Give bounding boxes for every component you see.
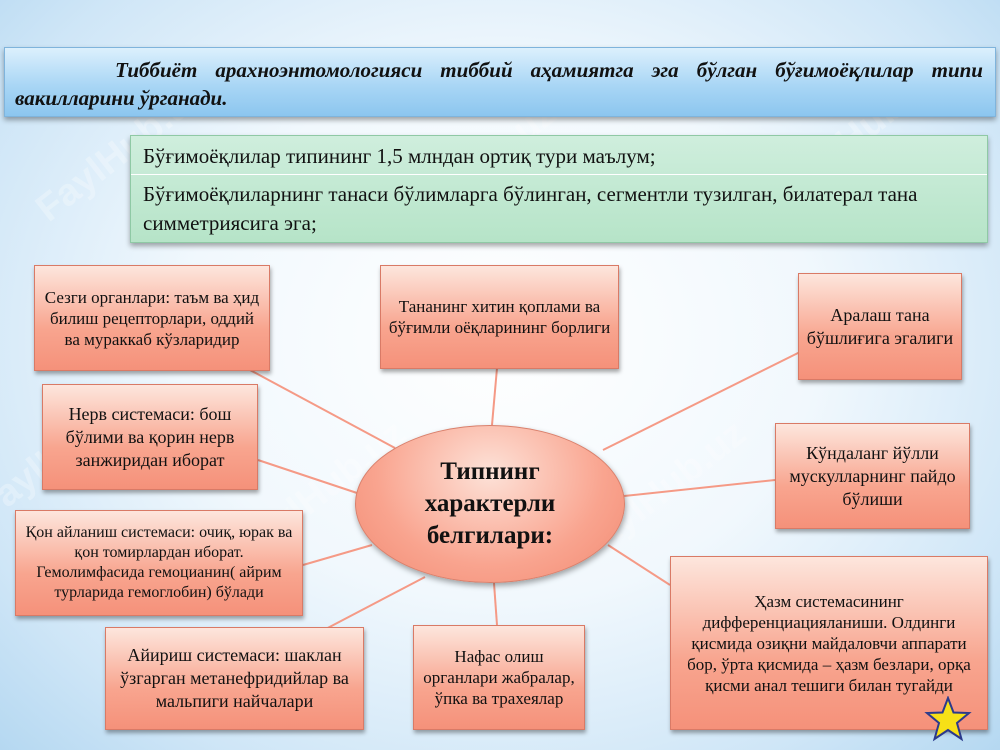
connector-breath [493, 582, 498, 626]
connector-cavity [602, 351, 801, 451]
connector-senses [249, 369, 396, 449]
box-circulatory-system-text: Қон айланиш системаси: очиқ, юрак ва қон… [25, 524, 293, 601]
box-senses-text: Сезги органлари: таъм ва ҳид билиш рецеп… [44, 287, 260, 349]
box-body-cavity-text: Аралаш тана бўшлиғига эгалиги [806, 304, 954, 348]
center-line: характерли [424, 490, 556, 517]
connector-blood [302, 544, 373, 566]
box-nerve-system: Нерв системаси: бош бўлими ва қорин нерв… [42, 384, 258, 490]
connector-digest [607, 544, 671, 586]
title-banner: Тиббиёт арахноэнтомологияси тиббий аҳами… [4, 47, 996, 117]
fact-body-structure: Бўғимоёқлиларнинг танаси бўлимларга бўли… [143, 182, 918, 235]
box-excretory-system: Айириш системаси: шаклан ўзгарган метане… [105, 627, 364, 730]
box-excretory-system-text: Айириш системаси: шаклан ўзгарган метане… [120, 645, 349, 711]
connector-nerve [257, 459, 358, 494]
box-circulatory-system: Қон айланиш системаси: очиқ, юрак ва қон… [15, 510, 303, 616]
box-respiratory-organs-text: Нафас олиш органлари жабралар, ўпка ва т… [423, 647, 575, 708]
box-chitin-text: Тананинг хитин қоплами ва бўғимли оёқлар… [388, 297, 611, 337]
connector-muscle [623, 479, 776, 497]
facts-divider [131, 174, 987, 175]
box-digestive-system: Ҳазм системасининг дифференциацияланиши.… [670, 556, 988, 730]
box-muscles: Кўндаланг йўлли мускулларнинг пайдо бўли… [775, 423, 970, 529]
box-respiratory-organs: Нафас олиш органлари жабралар, ўпка ва т… [413, 625, 585, 730]
box-nerve-system-text: Нерв системаси: бош бўлими ва қорин нерв… [65, 403, 235, 470]
box-senses: Сезги органлари: таъм ва ҳид билиш рецеп… [34, 265, 270, 371]
box-chitin: Тананинг хитин қоплами ва бўғимли оёқлар… [380, 265, 619, 369]
center-line: белгилари: [426, 522, 554, 549]
box-muscles-text: Кўндаланг йўлли мускулларнинг пайдо бўли… [789, 442, 956, 509]
box-body-cavity: Аралаш тана бўшлиғига эгалиги [798, 273, 962, 380]
center-line: Типнинг [440, 458, 540, 485]
central-ellipse: Типнинг характерли белгилари: [355, 425, 625, 583]
connector-excretion [319, 576, 426, 633]
fact-species-count: Бўғимоёқлилар типининг 1,5 млндан ортиқ … [143, 144, 656, 168]
star-icon[interactable] [924, 696, 972, 742]
facts-panel: Бўғимоёқлилар типининг 1,5 млндан ортиқ … [130, 135, 988, 243]
connector-chitin [491, 367, 498, 426]
box-digestive-system-text: Ҳазм системасининг дифференциацияланиши.… [687, 591, 971, 695]
